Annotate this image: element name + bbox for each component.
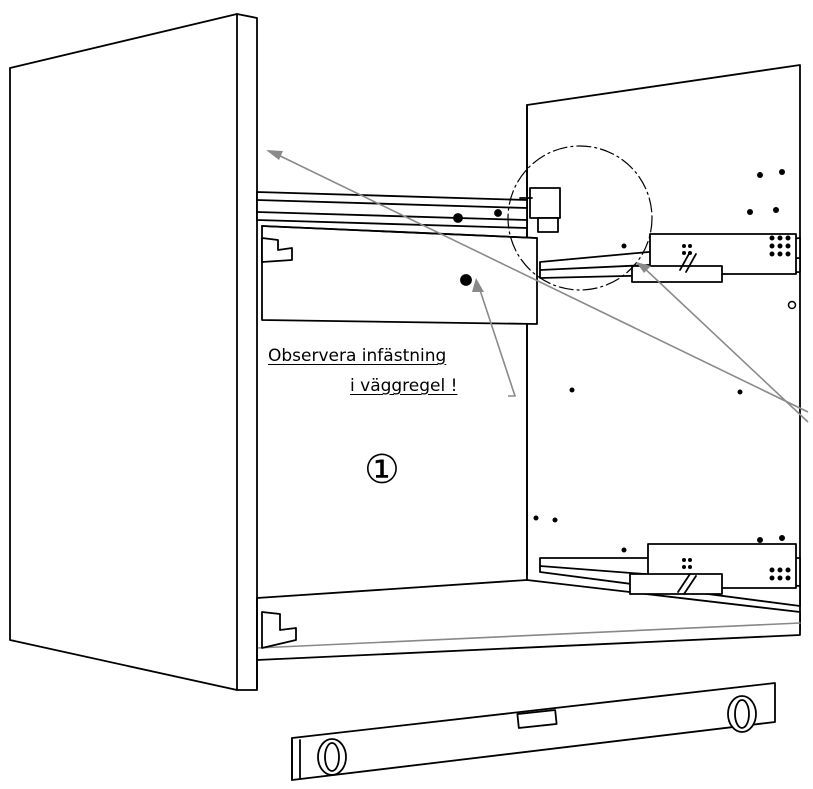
pointer-lines [271,151,809,423]
spirit-level [291,682,776,781]
detail-callout-circle [507,145,653,291]
bottom-drawer-slide [539,543,801,607]
mounting-note-line2: i väggregel ! [350,376,458,396]
wall-rail [256,191,538,325]
step-number: ① [364,447,400,493]
bottom-shelf [256,579,801,689]
arrowheads [266,150,651,292]
screw-holes [533,169,791,581]
mounting-note-line1: Observera infästning [268,346,447,366]
left-side-panel [9,13,258,691]
top-drawer-slide [539,233,801,283]
hanger-bracket [519,187,561,233]
left-hinges [261,237,297,649]
